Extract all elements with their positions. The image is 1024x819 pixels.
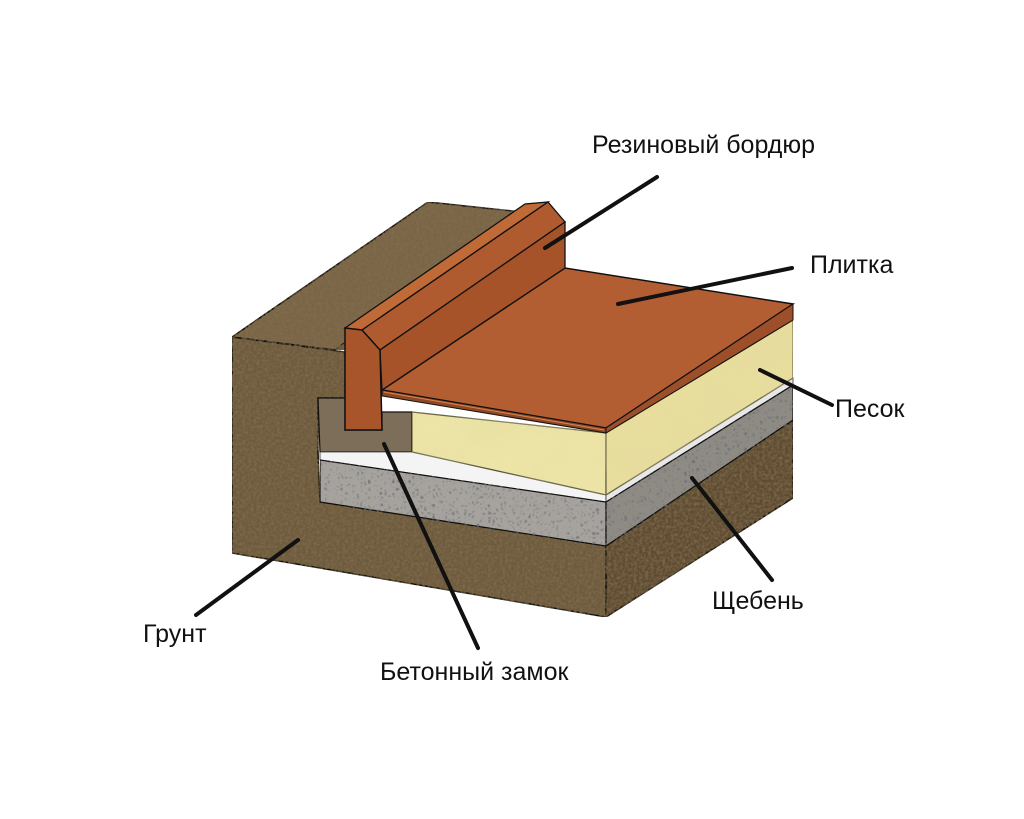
tile-layer: [380, 267, 796, 434]
label-gravel: Щебень: [712, 587, 804, 615]
label-tile: Плитка: [810, 251, 894, 279]
leader-sand: [758, 368, 834, 407]
gravel-side-face: [605, 383, 794, 548]
leader-gravel: [690, 476, 774, 582]
tile-side-edge: [605, 303, 794, 434]
label-sand: Песок: [835, 395, 905, 423]
gravel-layer: [319, 383, 794, 548]
label-concrete-lock: Бетонный замок: [380, 658, 569, 686]
leader-concrete-lock: [382, 442, 480, 650]
leader-soil: [194, 538, 300, 617]
leader-tile: [616, 266, 794, 306]
leader-lines: [194, 175, 834, 650]
curb-front-profile: [344, 327, 383, 431]
leader-rubber-curb: [543, 175, 659, 250]
label-soil: Грунт: [143, 620, 207, 648]
tile-highlight: [383, 391, 605, 431]
rubber-curb: [343, 201, 566, 431]
label-rubber-curb: Резиновый бордюр: [592, 131, 816, 159]
